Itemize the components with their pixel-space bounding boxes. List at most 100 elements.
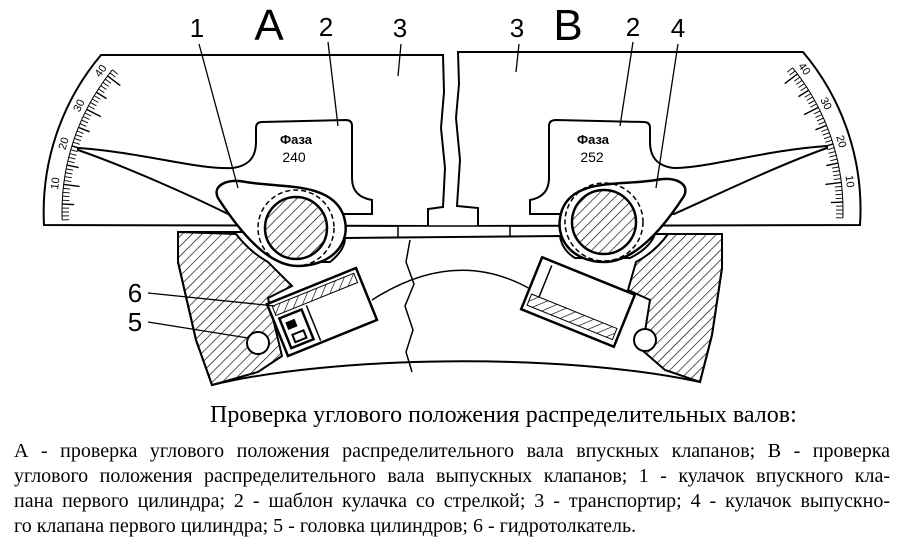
protractor-b-scale-tick bbox=[786, 67, 793, 73]
tappet-left-band bbox=[271, 272, 359, 317]
protractor-b-scale-tick bbox=[796, 80, 803, 85]
protractor-b-scale-tick bbox=[803, 106, 819, 116]
legend-line: пана первого цилиндра; 2 - шаблон кулачк… bbox=[14, 490, 890, 512]
legend-line: го клапана первого цилиндра; 5 - головка… bbox=[14, 515, 637, 537]
protractor-b-scale-tick bbox=[835, 189, 843, 192]
tappet-left bbox=[265, 266, 379, 358]
protractor-b-scale-tick bbox=[821, 128, 829, 132]
protractor-a-scale-tick bbox=[68, 156, 76, 160]
protractor-a-scale-tick bbox=[67, 160, 75, 164]
scale-b-label: 20 bbox=[833, 134, 848, 149]
protractor-a-scale-tick bbox=[100, 85, 107, 90]
protractor-b-scale-arc bbox=[792, 67, 844, 218]
protractor-a-scale-tick bbox=[64, 180, 72, 182]
protractor-b-scale-tick bbox=[831, 166, 839, 169]
protractor-a-scale-tick bbox=[82, 116, 90, 120]
protractor-b-scale-tick bbox=[828, 151, 836, 154]
leader-protractor-b bbox=[515, 43, 520, 73]
protractor-a-scale-tick bbox=[69, 153, 77, 156]
scale-a-label: 20 bbox=[57, 136, 72, 151]
protractor-b-scale-tick bbox=[793, 76, 801, 82]
leader-cylinder-head bbox=[147, 321, 249, 339]
protractor-a-scale-tick bbox=[81, 119, 89, 124]
protractor-a-scale-tick bbox=[75, 134, 83, 138]
protractor-a-scale-tick bbox=[86, 108, 102, 118]
protractor-b-scale-tick bbox=[816, 117, 824, 122]
protractor-b-scale-tick bbox=[825, 181, 842, 186]
protractor-a-scale-tick bbox=[79, 123, 87, 127]
protractor-a-scale-tick bbox=[94, 95, 101, 100]
leader-cam-intake bbox=[198, 43, 239, 189]
protractor-a-scale-tick bbox=[78, 126, 90, 133]
legend-line: углового положения распределительного ва… bbox=[14, 465, 890, 487]
tappet-right-band bbox=[526, 293, 618, 341]
protractor-a-scale-tick bbox=[66, 164, 79, 169]
callout-protractor-b: 3 bbox=[510, 13, 524, 43]
protractor-a-scale-tick bbox=[70, 149, 78, 153]
protractor-a-scale-tick bbox=[63, 187, 71, 190]
scale-b-label: 10 bbox=[843, 175, 856, 189]
protractor-b-scale-tick bbox=[826, 162, 839, 167]
template-b-phase-value: 252 bbox=[580, 149, 604, 165]
protractor-a-scale-tick bbox=[90, 102, 97, 107]
oil-passage-left bbox=[246, 331, 270, 355]
protractor-a-scale-tick bbox=[84, 112, 92, 117]
protractor-a-scale-tick bbox=[98, 88, 105, 94]
protractor-a-scale-tick bbox=[104, 78, 112, 84]
scale-a-label: 40 bbox=[93, 63, 110, 80]
protractor-b-scale-tick bbox=[815, 124, 827, 131]
caption-legend: А - проверка углового положения распреде… bbox=[14, 439, 890, 539]
protractor-a-scale-tick bbox=[76, 130, 84, 134]
caption-title: Проверка углового положения распределите… bbox=[210, 402, 797, 428]
protractor-a-scale-tick bbox=[74, 137, 82, 142]
camshaft-intake bbox=[263, 195, 329, 261]
protractor-a-scale-tick bbox=[65, 172, 73, 175]
protractor-b-scale-tick bbox=[815, 114, 823, 118]
protractor-b-scale-tick bbox=[825, 139, 833, 143]
protractor-a-scale-tick bbox=[107, 75, 121, 87]
callout-template-b: 2 bbox=[626, 12, 640, 42]
leader-template-b bbox=[619, 41, 634, 127]
callout-cylinder-head: 5 bbox=[128, 307, 142, 337]
protractor-a-scale-tick bbox=[64, 176, 72, 179]
protractor-a-scale-tick bbox=[88, 105, 95, 110]
protractor-a-scale-tick bbox=[109, 72, 116, 78]
protractor-a-scale-tick bbox=[112, 69, 119, 75]
protractor-a-scale-tick bbox=[102, 82, 109, 87]
callout-protractor-a: 3 bbox=[393, 13, 407, 43]
protractor-b-scale-tick bbox=[829, 154, 837, 158]
leader-protractor-a bbox=[397, 43, 402, 77]
protractor-a-scale-tick bbox=[66, 168, 74, 171]
camshaft-check-diagram: 40 30 20 10 40 30 20 10 bbox=[42, 1, 862, 387]
protractor-b-scale: 40 30 20 10 bbox=[784, 61, 856, 219]
protractor-b-scale-tick bbox=[833, 178, 841, 180]
protractor-b-scale-tick bbox=[813, 110, 821, 115]
callout-tappet: 6 bbox=[128, 278, 142, 308]
protractor-a-scale-tick bbox=[62, 191, 70, 194]
protractor-b-scale-tick bbox=[830, 158, 838, 162]
break-line bbox=[404, 239, 415, 373]
protractor-b-scale-tick bbox=[818, 121, 826, 125]
protractor-b-scale-tick bbox=[798, 83, 805, 88]
oil-passage-right bbox=[633, 328, 657, 352]
tappet-left-detail bbox=[291, 328, 308, 344]
protractor-b-scale-tick bbox=[810, 103, 817, 108]
tappet-right-line bbox=[538, 265, 553, 298]
leader-cam-exhaust bbox=[655, 43, 679, 189]
template-b-phase-label: Фаза bbox=[577, 132, 610, 147]
tappet-left-detail bbox=[285, 318, 298, 330]
protractor-a-scale-tick bbox=[95, 91, 107, 100]
protractor-b-scale-tick bbox=[823, 135, 831, 140]
view-b-letter: В bbox=[553, 1, 582, 50]
protractor-a-scale: 40 30 20 10 bbox=[49, 63, 121, 221]
leader-tappet bbox=[147, 292, 276, 307]
protractor-b-scale-tick bbox=[833, 174, 841, 177]
legend-line: А - проверка углового положения распреде… bbox=[14, 440, 890, 462]
protractor-a-scale-tick bbox=[92, 98, 99, 103]
tappet-right bbox=[519, 255, 637, 349]
protractor-b-scale-tick bbox=[806, 96, 813, 101]
scale-a-label: 30 bbox=[71, 98, 87, 114]
scale-b-label: 40 bbox=[795, 61, 812, 78]
protractor-b-scale-tick bbox=[798, 89, 810, 98]
protractor-b-scale-tick bbox=[808, 100, 815, 105]
